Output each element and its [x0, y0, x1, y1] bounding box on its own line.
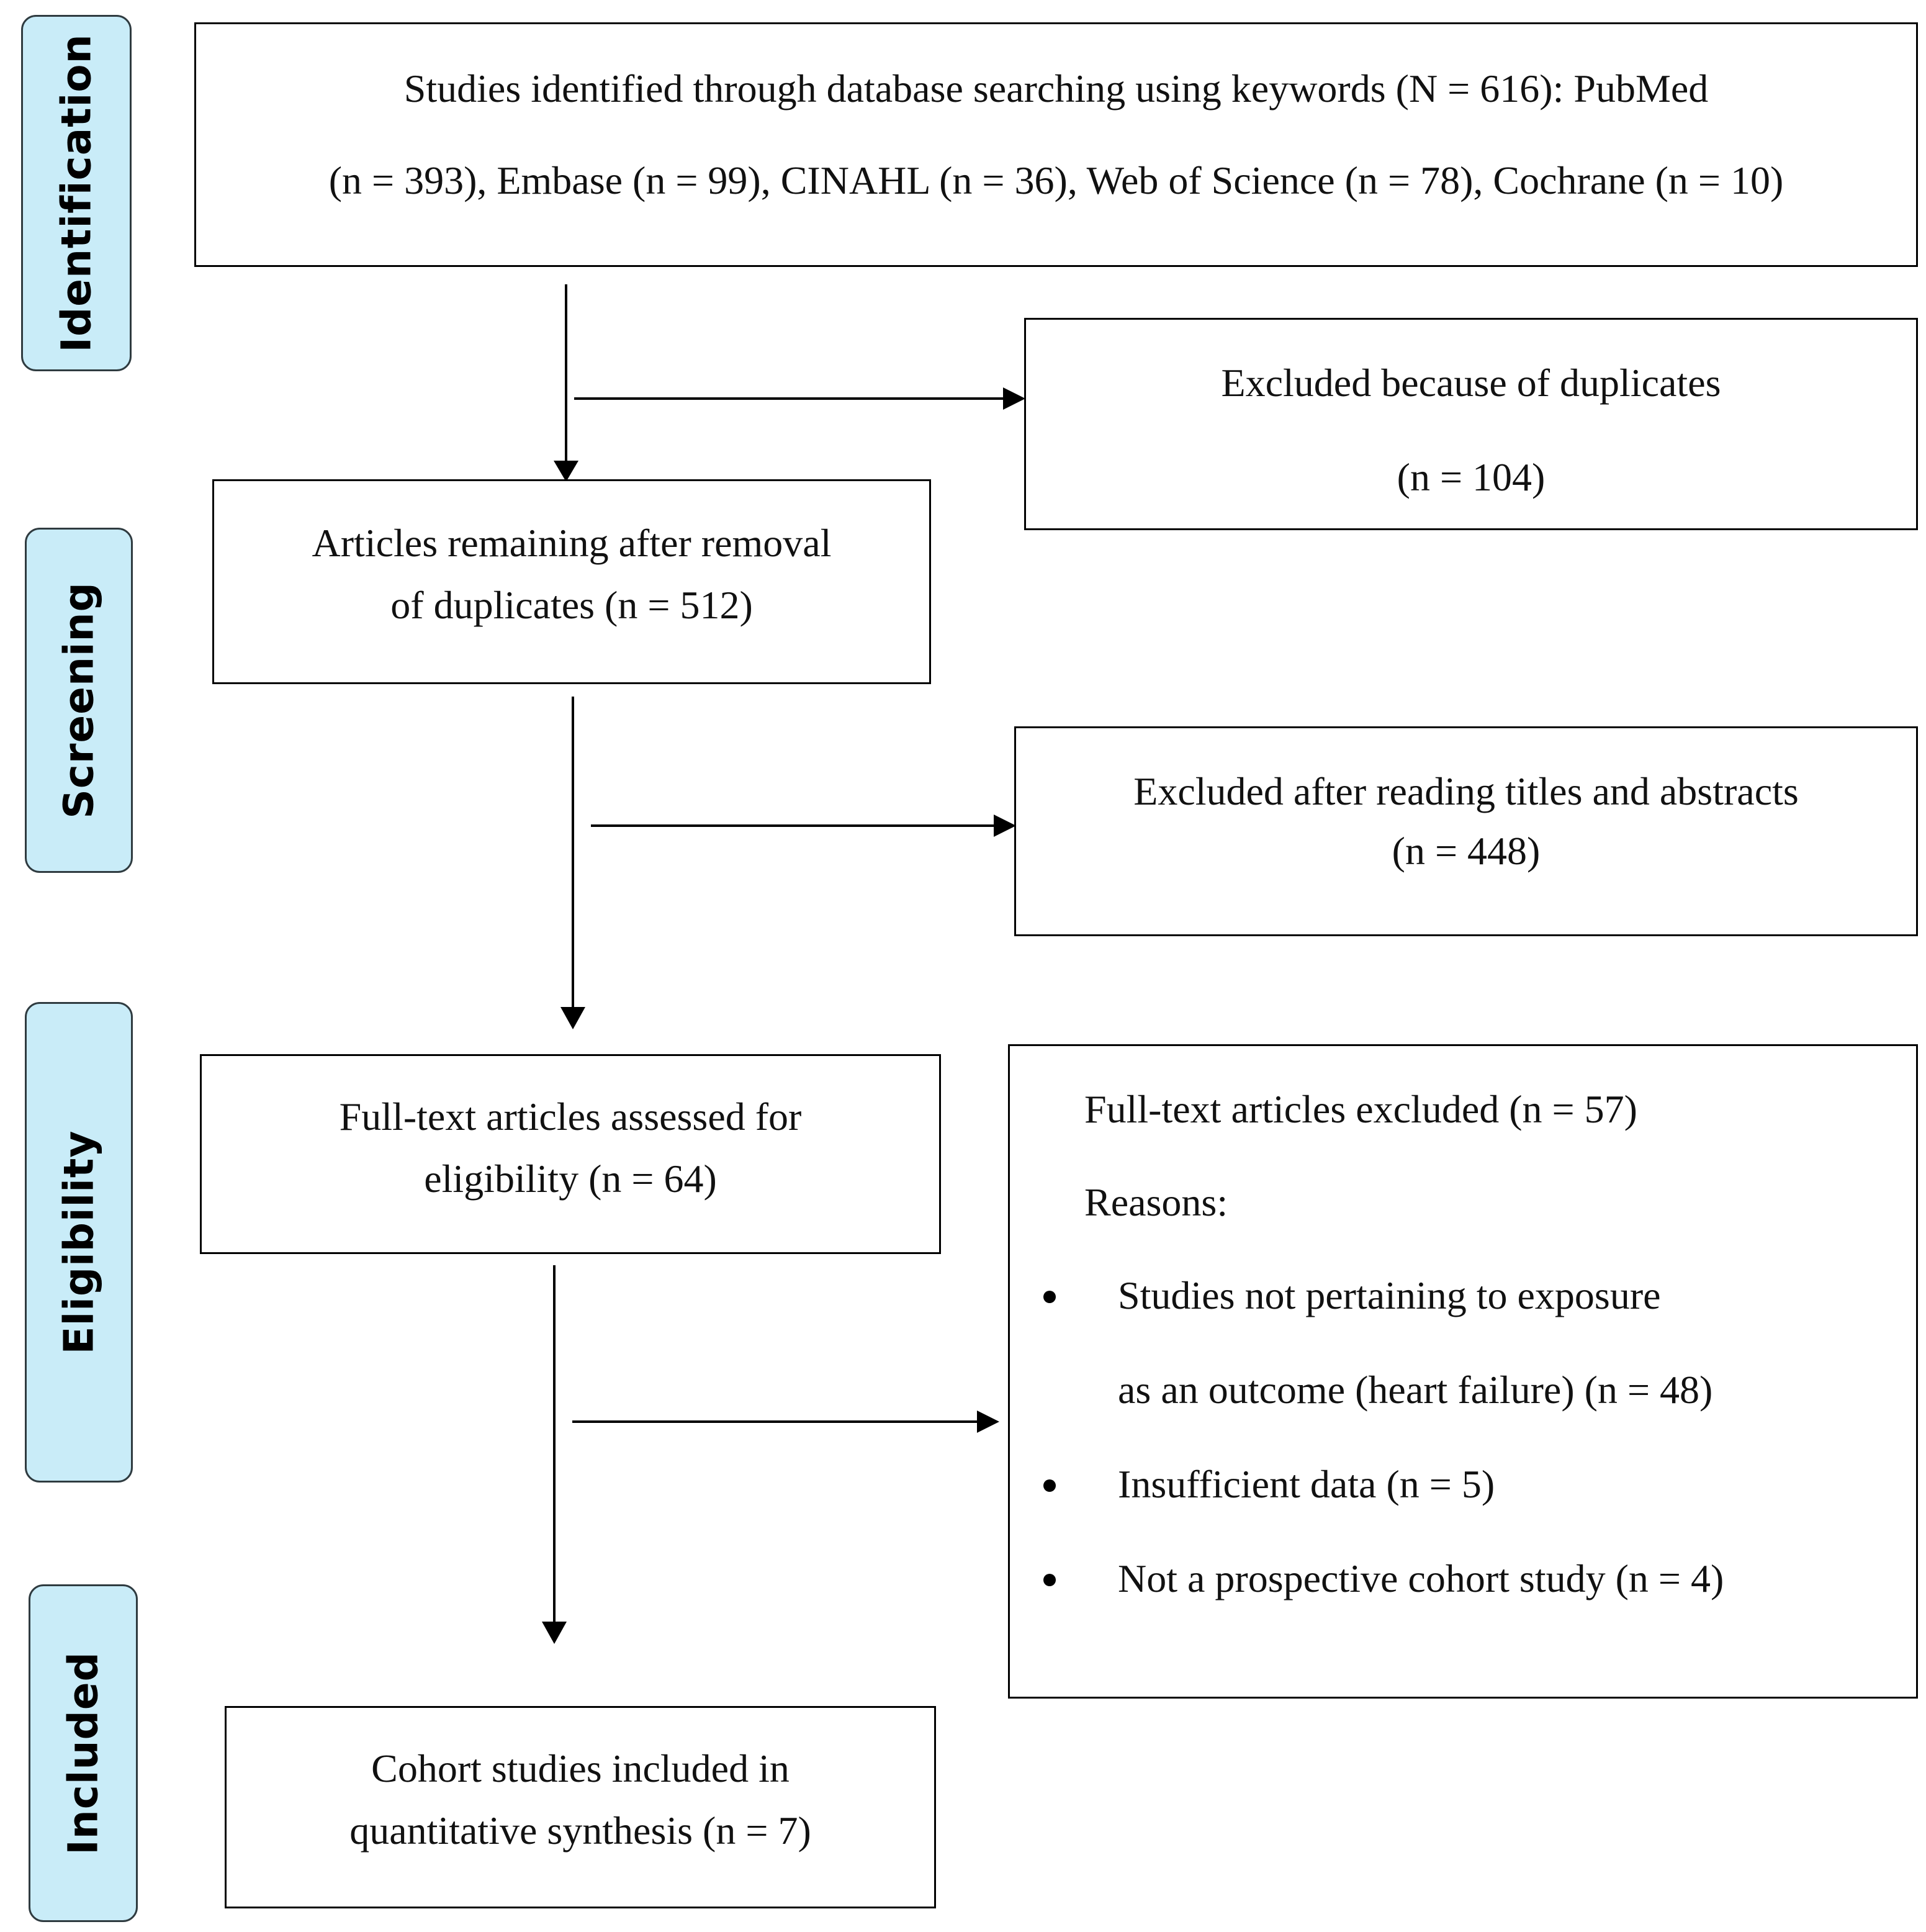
- arrowhead-to-full-text-excluded: [977, 1411, 999, 1433]
- stage-label-identification: Identification: [21, 15, 132, 371]
- reason-2: Insufficient data (n = 5): [1118, 1462, 1495, 1506]
- reason-1-line-2: as an outcome (heart failure) (n = 48): [1118, 1368, 1713, 1412]
- duplicates-excluded-line-2: (n = 104): [1397, 455, 1546, 499]
- bullet-reason-2: [1043, 1479, 1056, 1492]
- arrowhead-remaining-to-assessed: [560, 1007, 585, 1029]
- included-line-2: quantitative synthesis (n = 7): [349, 1808, 811, 1853]
- included-studies-box: Cohort studies included in quantitative …: [225, 1706, 936, 1908]
- full-text-excluded-heading: Full-text articles excluded (n = 57): [1084, 1087, 1637, 1131]
- stage-label-included-text: Included: [59, 1651, 107, 1855]
- remaining-line-2: of duplicates (n = 512): [390, 583, 753, 627]
- stage-label-eligibility: Eligibility: [25, 1002, 133, 1483]
- duplicates-excluded-box: Excluded because of duplicates (n = 104): [1024, 318, 1918, 530]
- remaining-after-duplicates-box: Articles remaining after removal of dupl…: [212, 479, 931, 684]
- arrowhead-assessed-to-included: [542, 1622, 567, 1644]
- title-abstract-excluded-line-1: Excluded after reading titles and abstra…: [1133, 769, 1799, 813]
- full-text-excluded-box: Full-text articles excluded (n = 57) Rea…: [1008, 1044, 1918, 1699]
- included-line-1: Cohort studies included in: [371, 1746, 790, 1790]
- duplicates-excluded-line-1: Excluded because of duplicates: [1221, 361, 1721, 405]
- title-abstract-excluded-line-2: (n = 448): [1392, 829, 1541, 873]
- title-abstract-excluded-box: Excluded after reading titles and abstra…: [1014, 726, 1918, 936]
- bullet-reason-1: [1043, 1291, 1056, 1303]
- bullet-reason-3: [1043, 1574, 1056, 1586]
- arrowhead-to-duplicates-excluded: [1003, 387, 1025, 410]
- full-text-assessed-line-2: eligibility (n = 64): [424, 1157, 717, 1201]
- identified-line-2: (n = 393), Embase (n = 99), CINAHL (n = …: [328, 158, 1784, 202]
- identified-records-box: Studies identified through database sear…: [194, 22, 1918, 267]
- reasons-label: Reasons:: [1084, 1180, 1228, 1224]
- stage-label-eligibility-text: Eligibility: [55, 1130, 103, 1355]
- identified-line-1: Studies identified through database sear…: [403, 66, 1709, 111]
- arrowhead-to-title-abstract-excluded: [994, 815, 1016, 837]
- arrowhead-identified-to-remaining: [554, 461, 578, 482]
- reason-3: Not a prospective cohort study (n = 4): [1118, 1556, 1724, 1600]
- stage-label-included: Included: [29, 1584, 138, 1922]
- full-text-assessed-line-1: Full-text articles assessed for: [339, 1095, 802, 1139]
- stage-label-screening: Screening: [25, 528, 133, 873]
- stage-label-screening-text: Screening: [55, 582, 103, 819]
- reason-1-line-1: Studies not pertaining to exposure: [1118, 1273, 1661, 1317]
- stage-label-identification-text: Identification: [52, 34, 101, 353]
- full-text-assessed-box: Full-text articles assessed for eligibil…: [200, 1054, 941, 1254]
- remaining-line-1: Articles remaining after removal: [312, 521, 832, 565]
